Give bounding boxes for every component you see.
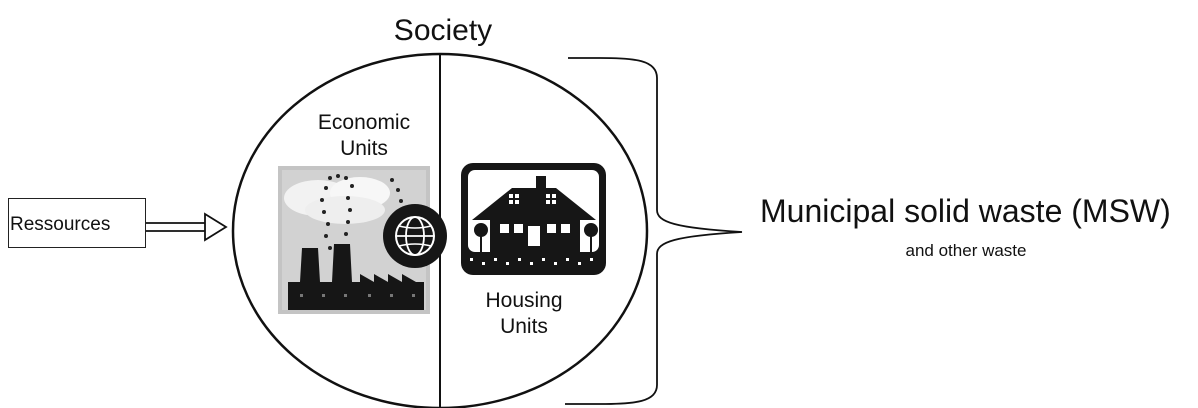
globe-icon [383, 204, 447, 268]
society-title: Society [393, 14, 493, 47]
ressources-label: Ressources [10, 214, 111, 235]
housing-units-line1: Housing [485, 289, 563, 312]
ressources-box [8, 198, 146, 248]
society-circle [231, 52, 649, 408]
housing-units-line2: Units [500, 315, 548, 338]
msw-sublabel: and other waste [905, 241, 1027, 260]
housing-units-label: Housing Units [485, 288, 562, 340]
house-icon [461, 163, 606, 275]
economic-units-line1: Economic [317, 111, 411, 134]
msw-label: Municipal solid waste (MSW) [760, 193, 1171, 229]
economic-units-line2: Units [340, 137, 388, 160]
input-arrow [146, 212, 228, 242]
economic-units-label: Economic Units [318, 110, 410, 162]
curly-brace [565, 57, 743, 405]
